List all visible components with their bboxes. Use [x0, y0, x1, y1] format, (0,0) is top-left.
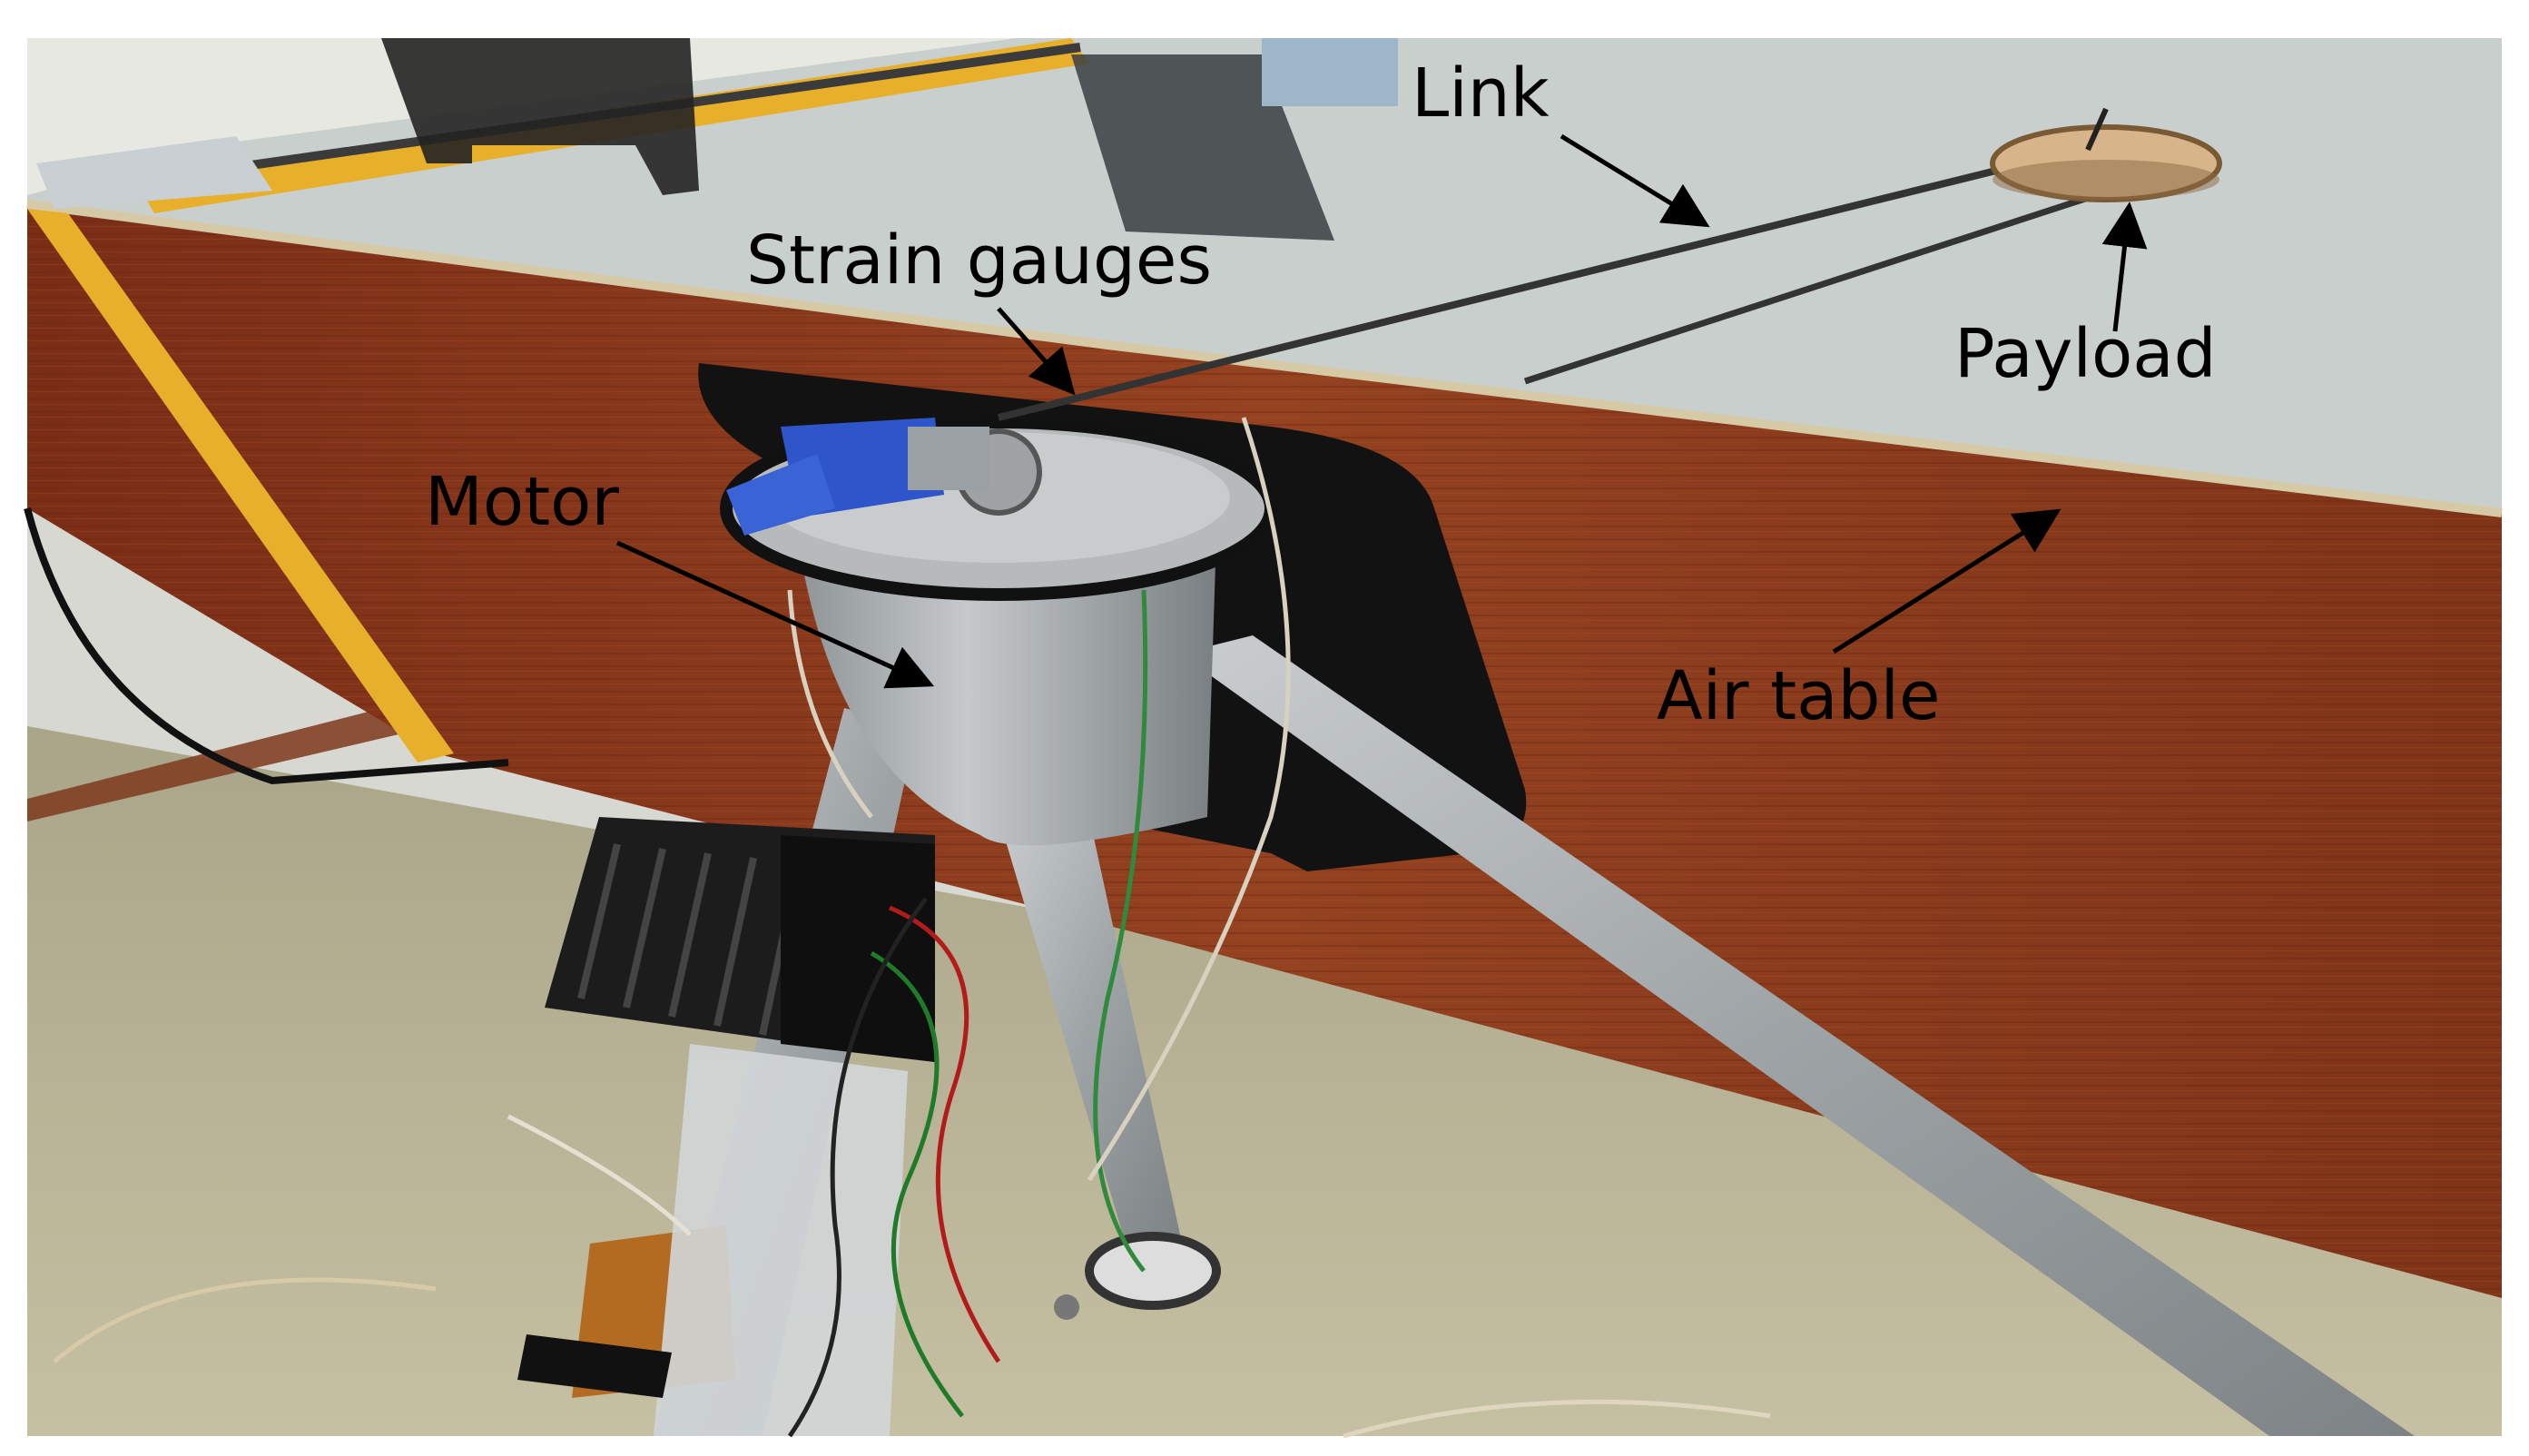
label-payload: Payload: [1954, 315, 2217, 393]
annotation-motor: Motor: [425, 463, 935, 689]
motor-housing: [799, 536, 1216, 846]
label-link: Link: [1412, 54, 1550, 133]
arrow-motor: [615, 540, 935, 689]
flexible-link: [998, 140, 2107, 421]
label-strain-gauges: Strain gauges: [746, 221, 1212, 300]
yellow-frame: [27, 209, 454, 762]
annotation-link: Link: [1412, 54, 1710, 228]
arrow-strain-gauges: [997, 307, 1076, 396]
arrow-link: [1560, 133, 1710, 228]
tripod-leg-front: [999, 817, 1180, 1244]
arrow-payload: [2101, 202, 2148, 332]
tripod-leg-right: [1180, 635, 2415, 1436]
label-motor: Motor: [425, 463, 619, 541]
annotation-air-table: Air table: [1657, 508, 2062, 735]
arrow-air-table: [1832, 508, 2062, 654]
label-air-table: Air table: [1657, 657, 1941, 735]
wiring: [53, 417, 1771, 1439]
photograph: [24, 38, 2503, 1439]
annotation-strain-gauges: Strain gauges: [746, 221, 1212, 396]
annotation-payload: Payload: [1954, 202, 2217, 393]
